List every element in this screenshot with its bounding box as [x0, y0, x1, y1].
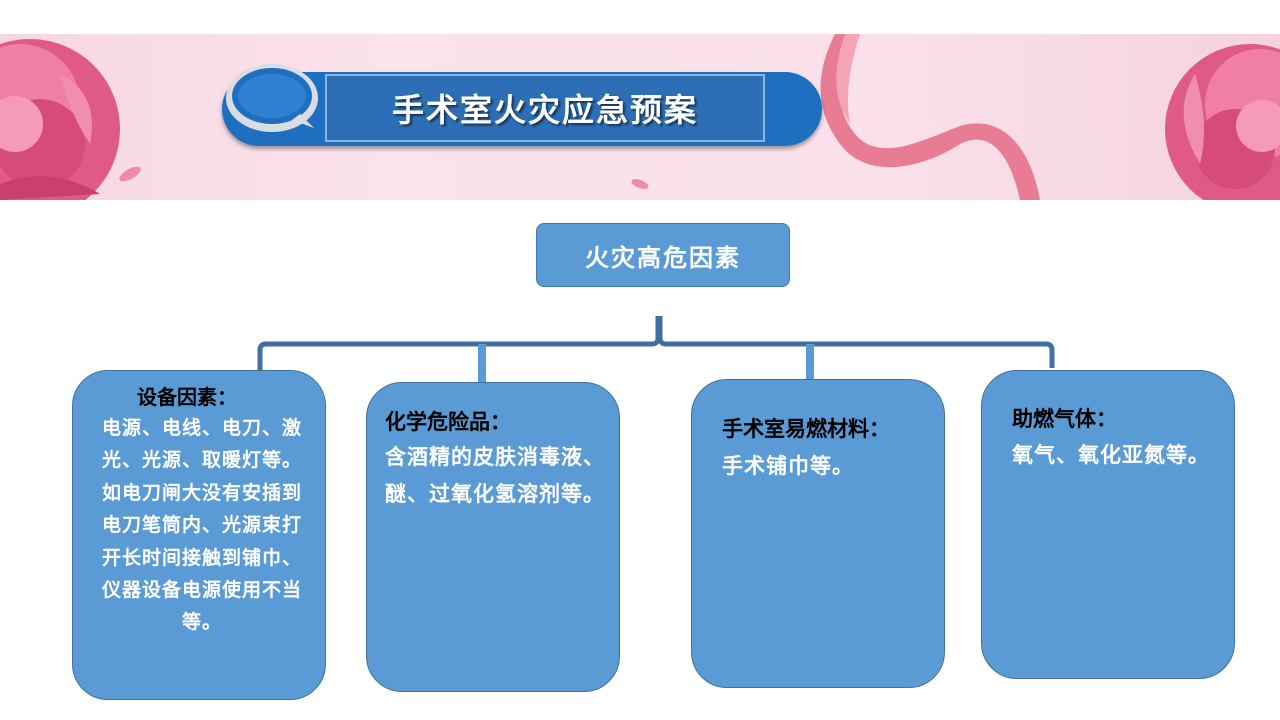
speech-bubble-icon: [226, 64, 318, 132]
card-heading: 设备因素：: [137, 385, 237, 409]
card-body: 氧气、氧化亚氮等。: [1012, 443, 1210, 467]
left-flower-image: [0, 39, 120, 200]
page-title: 手术室火灾应急预案: [391, 91, 698, 129]
factor-card-oxidizing-gases: 助燃气体： 氧气、氧化亚氮等。: [981, 370, 1235, 679]
card-heading: 助燃气体：: [1012, 407, 1117, 431]
factor-card-flammable-materials: 手术室易燃材料： 手术铺巾等。: [691, 379, 945, 688]
header-banner: [0, 34, 1280, 200]
card-heading: 化学危险品：: [385, 410, 511, 434]
card-body: 手术铺巾等。: [722, 454, 854, 478]
banner-decoration: [0, 34, 1280, 200]
title-box: 手术室火灾应急预案: [325, 74, 765, 142]
title-banner: 手术室火灾应急预案: [222, 64, 822, 148]
factor-card-chemicals: 化学危险品： 含酒精的皮肤消毒液、 醚、过氧化氢溶剂等。: [366, 382, 620, 692]
ribbon-image: [820, 34, 1040, 200]
factor-card-equipment: 设备因素： 电源、电线、电刀、激光、光源、取暖灯等。如电刀闸大没有安插到电刀笔筒…: [72, 370, 326, 700]
card-body: 含酒精的皮肤消毒液、 醚、过氧化氢溶剂等。: [385, 445, 605, 506]
right-flower-image: [1165, 44, 1280, 200]
card-body: 电源、电线、电刀、激光、光源、取暖灯等。如电刀闸大没有安插到电刀笔筒内、光源束打…: [101, 417, 302, 634]
card-heading: 手术室易燃材料：: [722, 417, 890, 441]
root-node: 火灾高危因素: [536, 223, 790, 287]
